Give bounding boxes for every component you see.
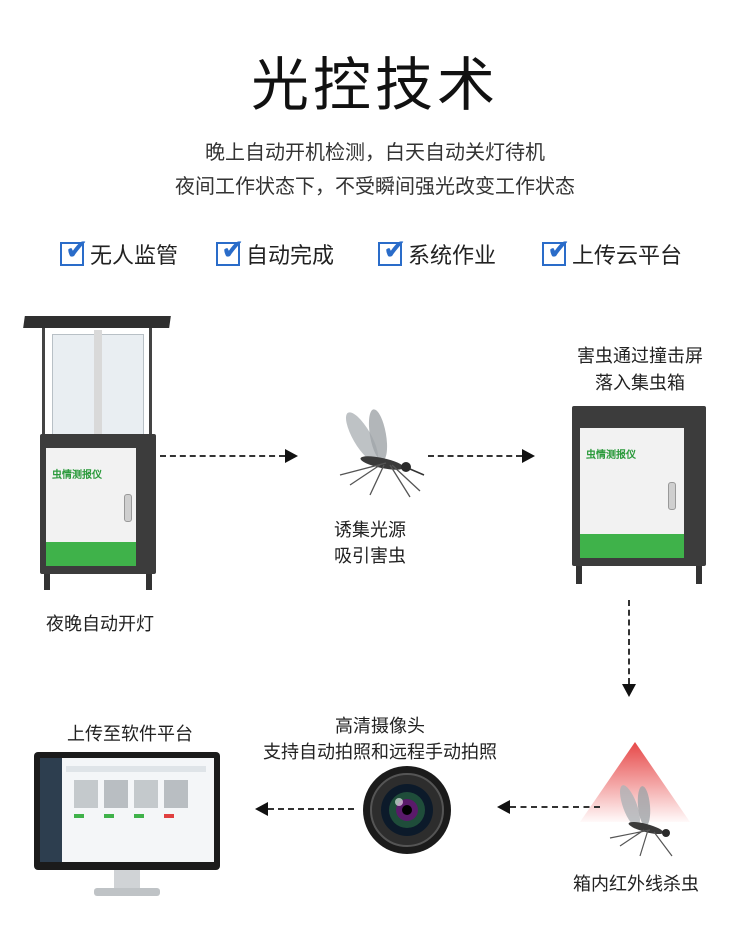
arrow-left-icon bbox=[497, 800, 510, 814]
arrow-left-icon bbox=[255, 802, 268, 816]
software-screen bbox=[40, 758, 214, 862]
checkbox-icon: ✔ bbox=[542, 236, 570, 266]
step-lure-line-2: 吸引害虫 bbox=[334, 546, 406, 567]
device-cabinet: 虫情测报仪 bbox=[40, 434, 156, 574]
subtitle-line-1: 晚上自动开机检测，白天自动关灯待机 bbox=[205, 140, 545, 164]
feature-automatic: ✔ 自动完成 bbox=[216, 236, 335, 270]
flow-line bbox=[510, 806, 600, 808]
step-camera-line-2: 支持自动拍照和远程手动拍照 bbox=[263, 742, 497, 763]
device-brand: 虫情测报仪 bbox=[52, 470, 102, 481]
step-night-on: 夜晚自动开灯 bbox=[46, 614, 154, 635]
step-camera-line-1: 高清摄像头 bbox=[335, 716, 425, 737]
arrow-right-icon bbox=[522, 449, 535, 463]
flow-line bbox=[160, 455, 285, 457]
camera-lens-icon bbox=[363, 766, 451, 854]
monitor-icon bbox=[34, 752, 220, 902]
step-infrared: 箱内红外线杀虫 bbox=[573, 874, 699, 895]
device-cabinet: 虫情测报仪 bbox=[572, 406, 706, 566]
mosquito-icon bbox=[609, 785, 673, 857]
step-upload: 上传至软件平台 bbox=[67, 724, 193, 745]
checkbox-icon: ✔ bbox=[60, 236, 88, 266]
feature-label: 自动完成 bbox=[246, 244, 335, 269]
flow-line bbox=[428, 455, 522, 457]
uv-lamp bbox=[94, 330, 102, 438]
feature-system: ✔ 系统作业 bbox=[378, 236, 497, 270]
device-roof bbox=[23, 316, 171, 328]
feature-label: 系统作业 bbox=[408, 244, 497, 269]
feature-label: 无人监管 bbox=[90, 244, 179, 269]
flow-line bbox=[268, 808, 354, 810]
feature-unattended: ✔ 无人监管 bbox=[60, 236, 179, 270]
monitor-bezel bbox=[34, 752, 220, 870]
collection-box-device: 虫情测报仪 bbox=[570, 406, 710, 588]
flow-line bbox=[628, 600, 630, 684]
mosquito-icon bbox=[339, 409, 425, 498]
checkbox-icon: ✔ bbox=[216, 236, 244, 266]
feature-cloud: ✔ 上传云平台 bbox=[542, 236, 683, 270]
step-hit-line-2: 落入集虫箱 bbox=[595, 373, 685, 394]
subtitle-line-2: 夜间工作状态下，不受瞬间强光改变工作状态 bbox=[175, 174, 575, 198]
door-handle bbox=[668, 482, 676, 510]
page-title: 光控技术 bbox=[250, 51, 499, 119]
checkbox-icon: ✔ bbox=[378, 236, 406, 266]
step-hit-line-1: 害虫通过撞击屏 bbox=[577, 346, 703, 367]
arrow-right-icon bbox=[285, 449, 298, 463]
door-handle bbox=[124, 494, 132, 522]
device-brand: 虫情测报仪 bbox=[586, 450, 636, 461]
arrow-down-icon bbox=[622, 684, 636, 697]
step-lure-line-1: 诱集光源 bbox=[334, 520, 406, 541]
light-trap-device: 虫情测报仪 bbox=[22, 312, 172, 592]
feature-label: 上传云平台 bbox=[572, 244, 683, 269]
